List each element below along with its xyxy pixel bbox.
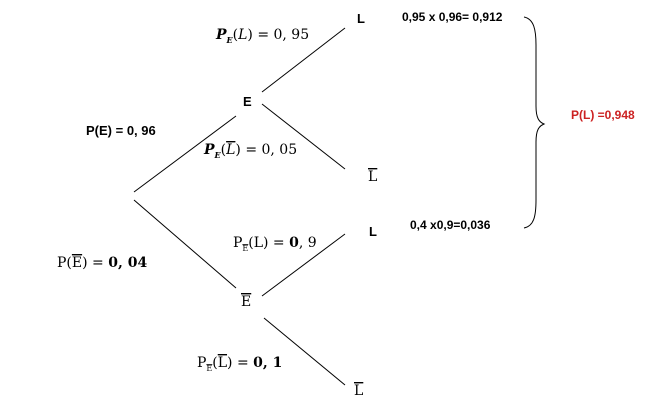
node-E-bar: E — [241, 294, 251, 310]
branch-Ebar-L — [261, 233, 346, 297]
node-L-bar-top: L — [368, 169, 377, 185]
prob-Ebar: P(E) = 0, 04 — [57, 255, 147, 271]
branch-Ebar-Lbar — [263, 317, 346, 386]
node-L-bottom: L — [369, 224, 377, 239]
prob-E-Lbar: PE(L) = 0, 05 — [203, 142, 297, 160]
total-brace — [523, 16, 546, 229]
node-E: E — [243, 94, 252, 109]
product-1: 0,95 x 0,96= 0,912 — [402, 10, 503, 24]
prob-Ebar-Lbar: PE(L) = 0, 1 — [197, 355, 282, 373]
node-L-bar-bottom: L — [354, 383, 363, 399]
branch-E-L — [261, 27, 346, 93]
product-2: 0,4 x0,9=0,036 — [410, 218, 491, 232]
branch-root-E — [133, 115, 237, 193]
total-probability: P(L) =0,948 — [571, 108, 635, 122]
node-L-top: L — [357, 11, 365, 26]
prob-E-L: PE(L) = 0, 95 — [215, 27, 309, 45]
prob-Ebar-L: PE(L) = 0, 9 — [233, 235, 317, 253]
branch-E-Lbar — [261, 103, 346, 170]
prob-E: P(E) = 0, 96 — [86, 123, 156, 138]
branch-root-Ebar — [133, 199, 237, 289]
